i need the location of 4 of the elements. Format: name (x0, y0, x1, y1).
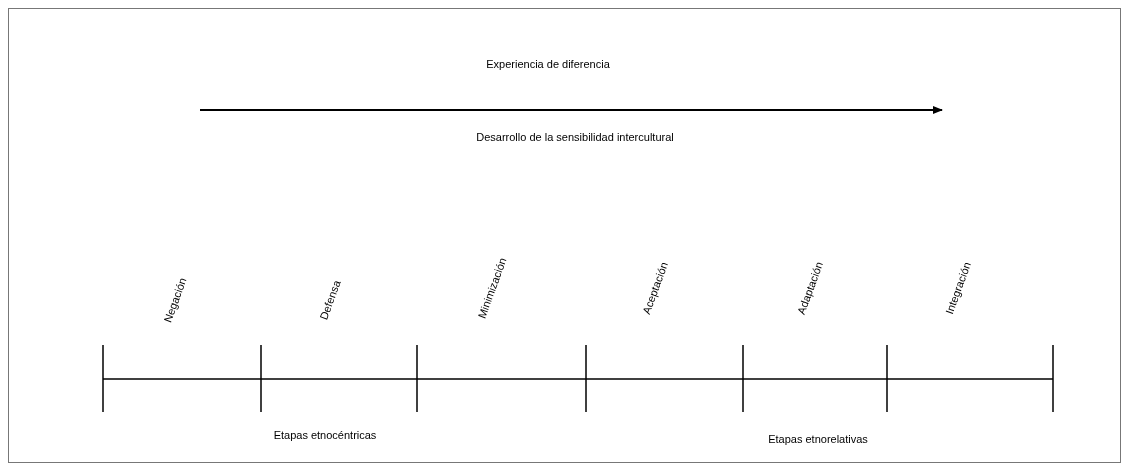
heading-text: Experiencia de diferencia (486, 58, 610, 70)
group-label: Etapas etnocéntricas (273, 429, 377, 441)
group-label: Etapas etnorelativas (768, 433, 868, 445)
subheading-text: Desarrollo de la sensibilidad intercultural (476, 131, 674, 143)
